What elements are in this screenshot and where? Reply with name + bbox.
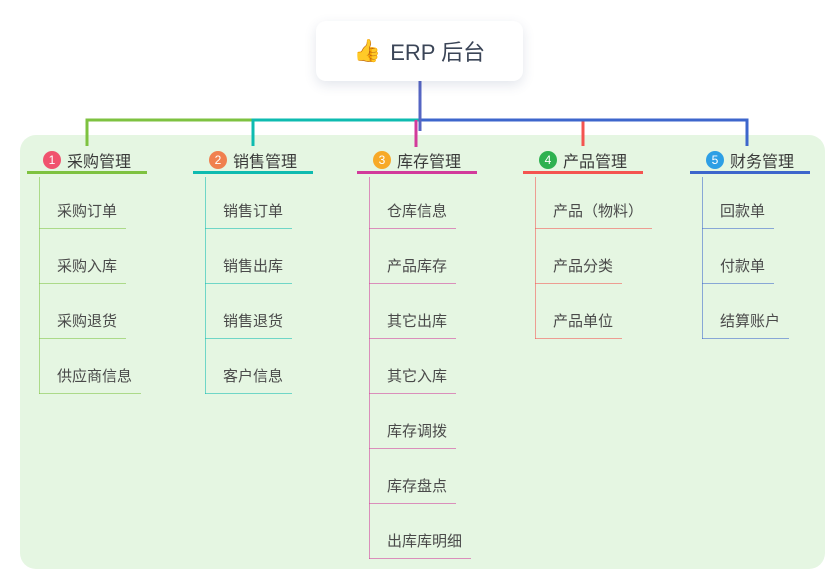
child-item[interactable]: 供应商信息	[39, 365, 142, 394]
child-row: 结算账户	[702, 284, 839, 339]
child-row: 销售退货	[205, 284, 365, 339]
child-item[interactable]: 产品（物料）	[535, 200, 653, 229]
branch-number-badge: 5	[705, 150, 724, 169]
child-item[interactable]: 销售订单	[205, 200, 293, 229]
root-title: ERP 后台	[390, 40, 486, 65]
branch-number-badge: 2	[208, 150, 227, 169]
branch-tree-line	[205, 177, 206, 394]
child-item[interactable]: 仓库信息	[369, 200, 457, 229]
branch-header-finance[interactable]: 5 财务管理	[690, 148, 810, 174]
branch-children: 产品（物料） 产品分类产品单位	[535, 174, 695, 339]
child-row: 仓库信息	[369, 174, 529, 229]
child-item[interactable]: 回款单	[702, 200, 775, 229]
child-row: 产品单位	[535, 284, 695, 339]
child-item[interactable]: 采购入库	[39, 255, 127, 284]
child-item[interactable]: 采购订单	[39, 200, 127, 229]
child-item[interactable]: 其它出库	[369, 310, 457, 339]
branch-label: 销售管理	[232, 153, 297, 171]
branch-purchase: 1 采购管理 采购订单采购入库采购退货供应商信息	[27, 148, 147, 394]
child-row: 客户信息	[205, 339, 365, 394]
background-panel	[20, 135, 825, 569]
child-row: 销售出库	[205, 229, 365, 284]
child-item[interactable]: 出库库明细	[369, 530, 472, 559]
branch-tree-line	[702, 177, 703, 339]
branch-finance: 5 财务管理 回款单付款单结算账户	[690, 148, 810, 339]
branch-inventory: 3 库存管理 仓库信息产品库存其它出库其它入库库存调拨库存盘点出库库明细	[357, 148, 477, 559]
branch-children: 回款单付款单结算账户	[702, 174, 839, 339]
child-row: 库存盘点	[369, 449, 529, 504]
child-row: 供应商信息	[39, 339, 199, 394]
child-item[interactable]: 产品分类	[535, 255, 623, 284]
child-row: 回款单	[702, 174, 839, 229]
branch-label: 财务管理	[729, 153, 794, 171]
child-row: 付款单	[702, 229, 839, 284]
child-row: 其它出库	[369, 284, 529, 339]
child-row: 采购退货	[39, 284, 199, 339]
branch-header-product[interactable]: 4 产品管理	[523, 148, 643, 174]
branch-number-badge: 3	[372, 150, 391, 169]
branch-label: 库存管理	[396, 153, 461, 171]
thumbs-up-icon: 👍	[353, 38, 382, 63]
child-item[interactable]: 客户信息	[205, 365, 293, 394]
branch-tree-line	[535, 177, 536, 339]
child-item[interactable]: 销售退货	[205, 310, 293, 339]
child-item[interactable]: 采购退货	[39, 310, 127, 339]
branch-children: 销售订单销售出库销售退货客户信息	[205, 174, 365, 394]
child-row: 其它入库	[369, 339, 529, 394]
branch-children: 采购订单采购入库采购退货供应商信息	[39, 174, 199, 394]
child-row: 产品（物料）	[535, 174, 695, 229]
child-row: 出库库明细	[369, 504, 529, 559]
child-row: 产品分类	[535, 229, 695, 284]
branch-label: 采购管理	[66, 153, 131, 171]
child-row: 产品库存	[369, 229, 529, 284]
branch-product: 4 产品管理 产品（物料） 产品分类产品单位	[523, 148, 653, 339]
branch-tree-line	[369, 177, 370, 559]
child-row: 库存调拨	[369, 394, 529, 449]
child-row: 采购订单	[39, 174, 199, 229]
branch-header-sales[interactable]: 2 销售管理	[193, 148, 313, 174]
branch-label: 产品管理	[562, 153, 627, 171]
child-item[interactable]: 付款单	[702, 255, 775, 284]
branch-number-badge: 4	[538, 150, 557, 169]
branch-header-inventory[interactable]: 3 库存管理	[357, 148, 477, 174]
child-item[interactable]: 销售出库	[205, 255, 293, 284]
child-row: 销售订单	[205, 174, 365, 229]
child-item[interactable]: 产品库存	[369, 255, 457, 284]
child-item[interactable]: 结算账户	[702, 310, 790, 339]
child-item[interactable]: 库存盘点	[369, 475, 457, 504]
child-item[interactable]: 产品单位	[535, 310, 623, 339]
child-item[interactable]: 库存调拨	[369, 420, 457, 449]
branch-tree-line	[39, 177, 40, 394]
child-item[interactable]: 其它入库	[369, 365, 457, 394]
branch-sales: 2 销售管理 销售订单销售出库销售退货客户信息	[193, 148, 313, 394]
root-node[interactable]: 👍 ERP 后台	[316, 21, 523, 81]
branch-number-badge: 1	[42, 150, 61, 169]
branch-header-purchase[interactable]: 1 采购管理	[27, 148, 147, 174]
child-row: 采购入库	[39, 229, 199, 284]
branch-children: 仓库信息产品库存其它出库其它入库库存调拨库存盘点出库库明细	[369, 174, 529, 559]
